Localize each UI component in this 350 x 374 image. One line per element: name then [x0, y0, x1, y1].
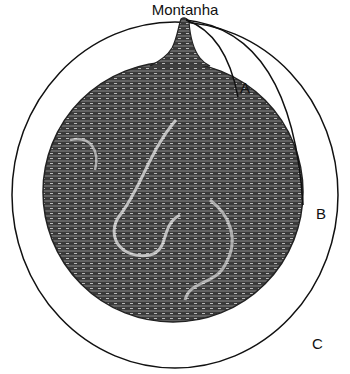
mountain: [150, 18, 210, 66]
trajectory-a: [186, 20, 238, 97]
trajectory-label: A: [240, 80, 250, 95]
mountain-label: Montanha: [152, 2, 219, 17]
earth-streak: [114, 120, 180, 256]
earth: [43, 62, 303, 322]
orbit-c: [12, 22, 338, 368]
trajectory-b: [186, 20, 303, 205]
earth-streak: [185, 200, 232, 300]
trajectory-label: B: [316, 206, 326, 221]
orbit-label: C: [312, 336, 323, 351]
earth-streak: [70, 139, 96, 170]
